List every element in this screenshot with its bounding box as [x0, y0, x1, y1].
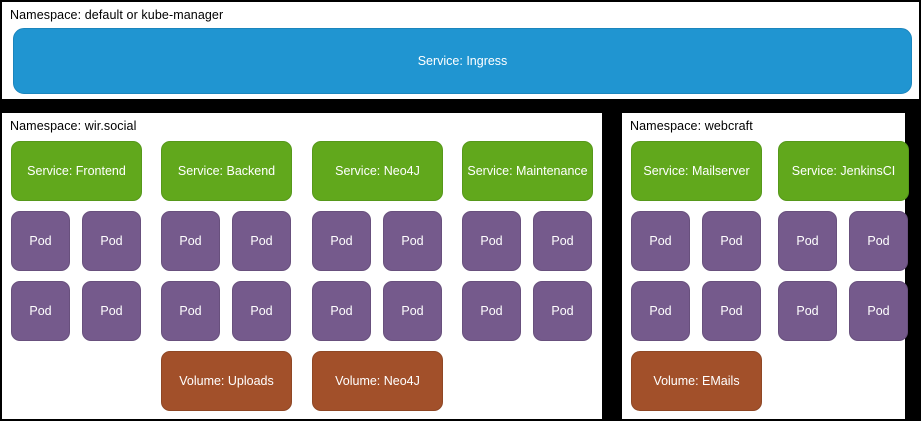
namespace-panel-wir-social: Namespace: wir.social Service: Frontend … [0, 111, 604, 421]
pod-node[interactable]: Pod [533, 281, 592, 341]
service-node-maintenance[interactable]: Service: Maintenance [462, 141, 593, 201]
pod-node[interactable]: Pod [232, 211, 291, 271]
pod-node[interactable]: Pod [312, 281, 371, 341]
pod-node[interactable]: Pod [702, 211, 761, 271]
pod-node[interactable]: Pod [849, 211, 908, 271]
pod-node[interactable]: Pod [383, 281, 442, 341]
pod-node[interactable]: Pod [533, 211, 592, 271]
pod-node[interactable]: Pod [462, 211, 521, 271]
namespace-label-default-kube-manager: Namespace: default or kube-manager [10, 8, 224, 22]
volume-node-neo4j[interactable]: Volume: Neo4J [312, 351, 443, 411]
service-node-mailserver[interactable]: Service: Mailserver [631, 141, 762, 201]
service-node-ingress[interactable]: Service: Ingress [13, 28, 912, 94]
pod-node[interactable]: Pod [11, 211, 70, 271]
pod-node[interactable]: Pod [312, 211, 371, 271]
pod-node[interactable]: Pod [631, 211, 690, 271]
pod-node[interactable]: Pod [702, 281, 761, 341]
pod-node[interactable]: Pod [631, 281, 690, 341]
namespace-label-wir-social: Namespace: wir.social [10, 119, 137, 133]
namespace-panel-default-kube-manager: Namespace: default or kube-manager Servi… [0, 0, 921, 101]
pod-node[interactable]: Pod [82, 211, 141, 271]
volume-node-uploads[interactable]: Volume: Uploads [161, 351, 292, 411]
service-node-backend[interactable]: Service: Backend [161, 141, 292, 201]
service-node-frontend[interactable]: Service: Frontend [11, 141, 142, 201]
service-node-neo4j[interactable]: Service: Neo4J [312, 141, 443, 201]
pod-node[interactable]: Pod [778, 281, 837, 341]
pod-node[interactable]: Pod [778, 211, 837, 271]
pod-node[interactable]: Pod [11, 281, 70, 341]
namespace-panel-webcraft: Namespace: webcraft Service: Mailserver … [620, 111, 909, 421]
namespace-label-webcraft: Namespace: webcraft [630, 119, 753, 133]
pod-node[interactable]: Pod [232, 281, 291, 341]
service-node-jenkinsci[interactable]: Service: JenkinsCI [778, 141, 909, 201]
pod-node[interactable]: Pod [161, 281, 220, 341]
pod-node[interactable]: Pod [161, 211, 220, 271]
pod-node[interactable]: Pod [383, 211, 442, 271]
pod-node[interactable]: Pod [849, 281, 908, 341]
pod-node[interactable]: Pod [82, 281, 141, 341]
volume-node-emails[interactable]: Volume: EMails [631, 351, 762, 411]
pod-node[interactable]: Pod [462, 281, 521, 341]
